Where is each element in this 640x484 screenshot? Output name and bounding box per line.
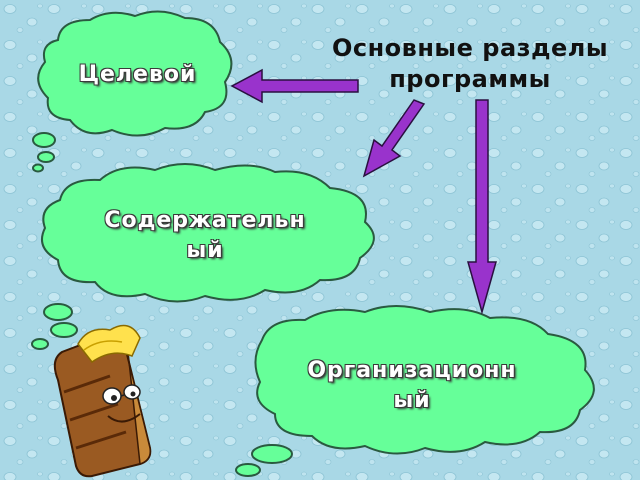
label-organizational: Организационн ый (262, 356, 562, 416)
label-content-line2: ый (186, 238, 224, 263)
arrow-to-content (362, 99, 426, 178)
cloud-content (31, 163, 375, 350)
arrow-to-target (230, 68, 359, 104)
cloud-target (32, 10, 233, 173)
diagram-title-line2: программы (389, 65, 551, 93)
label-target: Целевой (50, 60, 225, 90)
label-organizational-line1: Организационн (307, 358, 517, 383)
cloud-organizational (235, 305, 595, 477)
label-target-line1: Целевой (78, 62, 197, 87)
label-organizational-line2: ый (393, 388, 431, 413)
label-content-line1: Содержательн (104, 208, 306, 233)
arrow-to-organizational (467, 99, 497, 315)
label-content: Содержательн ый (70, 206, 340, 266)
diagram-title: Основные разделы программы (300, 33, 640, 95)
diagram-title-line1: Основные разделы (331, 34, 609, 62)
book-character-icon (53, 324, 152, 478)
